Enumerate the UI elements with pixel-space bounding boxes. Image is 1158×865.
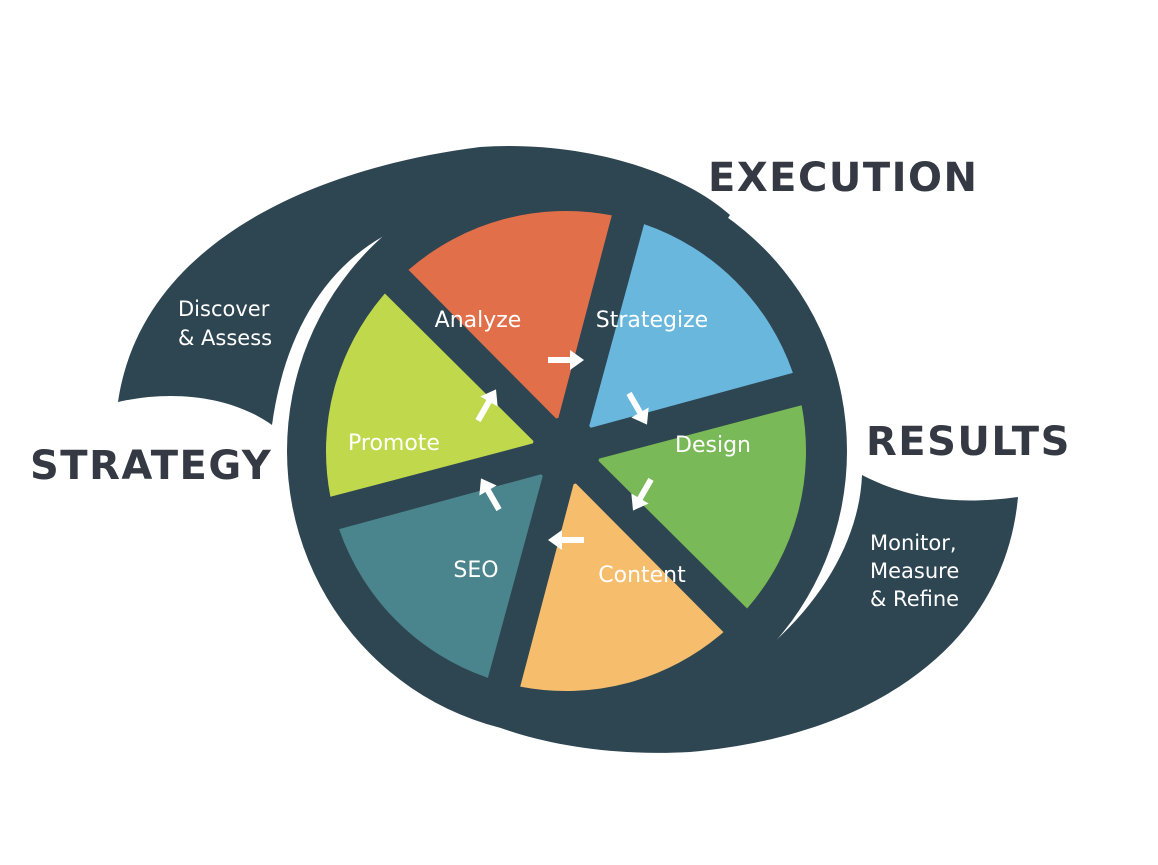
arrow-strategize-to-design [626, 391, 649, 425]
segment-label-design: Design [675, 433, 751, 458]
arrow-promote-to-analyze [475, 389, 498, 423]
note-monitor-line3: & Refine [870, 587, 959, 611]
segment-promote [325, 293, 534, 497]
note-discover-line2: & Assess [178, 326, 272, 350]
segment-label-strategize: Strategize [596, 308, 708, 333]
segment-design [598, 405, 807, 609]
flow-arrows [475, 350, 654, 550]
note-discover-line1: Discover [178, 297, 270, 321]
arrow-analyze-to-strategize [548, 350, 584, 370]
segment-strategize [589, 224, 793, 428]
note-monitor-line2: Measure [870, 559, 959, 583]
phase-label-execution: EXECUTION [708, 155, 978, 201]
segment-seo [339, 474, 543, 678]
phase-label-strategy: STRATEGY [30, 443, 272, 489]
segment-analyze [408, 210, 612, 419]
arrow-design-to-content [631, 477, 654, 511]
segment-label-seo: SEO [453, 558, 498, 583]
segment-label-analyze: Analyze [435, 308, 522, 333]
note-monitor-line1: Monitor, [870, 531, 957, 555]
segment-content [520, 483, 724, 692]
segment-label-content: Content [598, 563, 686, 588]
segment-label-promote: Promote [348, 431, 440, 456]
lower-swoosh [470, 475, 1018, 753]
arrow-content-to-seo [548, 530, 584, 550]
wheel-segments [325, 210, 807, 692]
arrow-seo-to-promote [479, 478, 502, 512]
phase-label-results: RESULTS [866, 419, 1071, 465]
